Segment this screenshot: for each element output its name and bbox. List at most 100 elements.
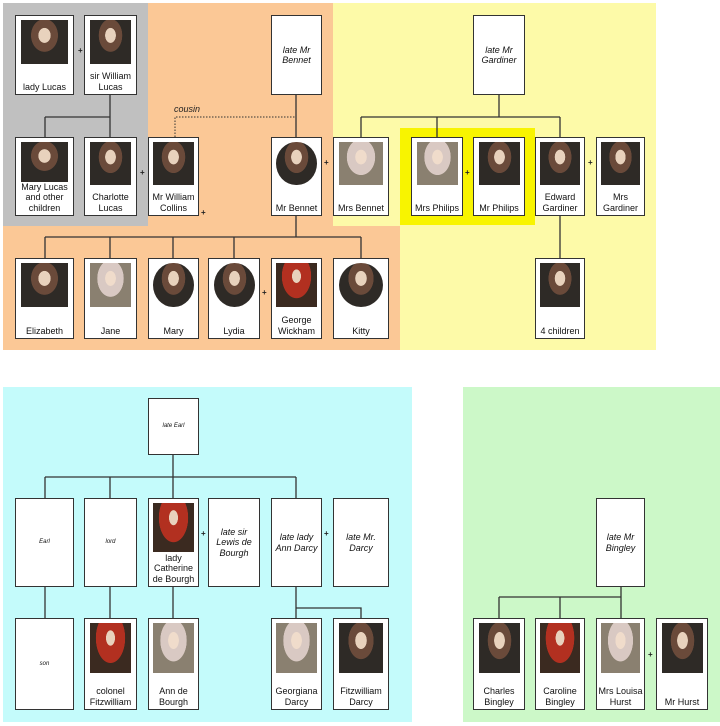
portrait-image [478,623,520,674]
person-name: Mr Bennet [275,202,318,213]
person-name: late Mr Bingley [605,532,636,553]
bingley-children-line [498,587,622,618]
portrait-image [338,263,384,308]
person-name: Mrs Bennet [337,202,385,213]
portrait-image [153,623,194,674]
person-name: Charles Bingley [483,686,515,707]
marriage-plus-sign: + [201,529,206,538]
person-name: Mrs Philips [414,202,459,213]
gardiner-children-line [360,95,561,137]
person-name: Georgiana Darcy [275,686,318,707]
person-late-darcy[interactable]: late Mr. Darcy [333,498,389,587]
portrait-image [21,20,68,64]
person-name: Earl [39,539,50,546]
person-mrs-philips[interactable]: Mrs Philips [411,137,463,216]
cousin-line [174,116,296,137]
marriage-plus-sign: + [140,168,145,177]
person-name: Elizabeth [25,325,64,336]
person-georgiana[interactable]: Georgiana Darcy [271,618,322,710]
lucas-children-line [44,95,111,137]
person-mr-philips[interactable]: Mr Philips [473,137,525,216]
person-gardiner-children[interactable]: 4 children [535,258,585,339]
person-hurst[interactable]: Mr Hurst [656,618,708,710]
person-name: Caroline Bingley [543,686,577,707]
portrait-image [540,263,580,308]
marriage-plus-sign: + [324,158,329,167]
portrait-image [338,142,384,186]
person-name: Mrs Gardiner [602,192,638,213]
portrait-image [601,623,640,674]
person-name: Mr Philips [479,202,519,213]
person-late-bingley[interactable]: late Mr Bingley [596,498,645,587]
person-jane[interactable]: Jane [84,258,137,339]
person-elizabeth[interactable]: Elizabeth [15,258,74,339]
person-name: Charlotte Lucas [92,192,129,213]
person-sir-william[interactable]: sir William Lucas [84,15,137,95]
person-name: late Mr Bennet [282,44,311,66]
person-name: Jane [100,325,121,336]
darcy-children-line [295,587,362,618]
person-name: Mary Lucas and other children [21,181,68,213]
portrait-image [153,263,194,308]
person-fitzwilliam-darcy[interactable]: Fitzwilliam Darcy [333,618,389,710]
person-lydia[interactable]: Lydia [208,258,260,339]
person-name: lady Lucas [22,81,67,92]
person-mrs-bennet[interactable]: Mrs Bennet [333,137,389,216]
person-mary-lucas[interactable]: Mary Lucas and other children [15,137,74,216]
person-caroline[interactable]: Caroline Bingley [535,618,585,710]
portrait-image [89,142,132,186]
person-name: son [39,660,50,667]
portrait-image [213,263,255,308]
person-mary[interactable]: Mary [148,258,199,339]
marriage-plus-sign: + [588,158,593,167]
person-name: 4 children [540,325,580,336]
person-collins[interactable]: Mr William Collins [148,137,199,216]
person-charles[interactable]: Charles Bingley [473,618,525,710]
person-louisa[interactable]: Mrs Louisa Hurst [596,618,645,710]
portrait-image [338,623,384,674]
person-colonel[interactable]: colonel Fitzwilliam [84,618,137,710]
person-late-earl[interactable]: late Earl [148,398,199,455]
person-edward-gardiner[interactable]: Edward Gardiner [535,137,585,216]
person-mr-bennet[interactable]: Mr Bennet [271,137,322,216]
person-catherine[interactable]: lady Catherine de Bourgh [148,498,199,587]
person-name: George Wickham [277,315,315,336]
person-earl[interactable]: Earl [15,498,74,587]
portrait-image [21,263,68,308]
person-name: late lady Ann Darcy [275,532,318,553]
person-name: lord [105,539,116,546]
person-son[interactable]: son [15,618,74,710]
marriage-plus-sign: + [201,208,206,217]
person-late-gardiner[interactable]: late Mr Gardiner [473,15,525,95]
portrait-image [478,142,520,186]
marriage-plus-sign: + [324,529,329,538]
person-charlotte[interactable]: Charlotte Lucas [84,137,137,216]
portrait-image [276,142,317,186]
person-name: sir William Lucas [90,71,131,92]
person-lord[interactable]: lord [84,498,137,587]
person-name: late Mr. Darcy [346,532,376,553]
portrait-image [540,623,580,674]
person-late-bennet[interactable]: late Mr Bennet [271,15,322,95]
person-lady-lucas[interactable]: lady Lucas [15,15,74,95]
person-sir-lewis[interactable]: late sir Lewis de Bourgh [208,498,260,587]
person-name: Mrs Louisa Hurst [598,686,643,707]
person-lady-ann[interactable]: late lady Ann Darcy [271,498,322,587]
person-mrs-gardiner[interactable]: Mrs Gardiner [596,137,645,216]
person-name: Mr Hurst [664,696,700,707]
portrait-image [276,263,317,308]
person-kitty[interactable]: Kitty [333,258,389,339]
cousin-annotation: cousin [174,104,201,114]
person-name: lady Catherine de Bourgh [152,552,195,584]
person-wickham[interactable]: George Wickham [271,258,322,339]
portrait-image [153,142,194,186]
person-name: late Mr Gardiner [481,44,517,66]
region-gardiner-lower [400,226,656,350]
person-ann-de-bourgh[interactable]: Ann de Bourgh [148,618,199,710]
marriage-plus-sign: + [262,288,267,297]
earl-children-line [44,455,297,498]
marriage-plus-sign: + [78,46,83,55]
portrait-image [21,142,68,182]
